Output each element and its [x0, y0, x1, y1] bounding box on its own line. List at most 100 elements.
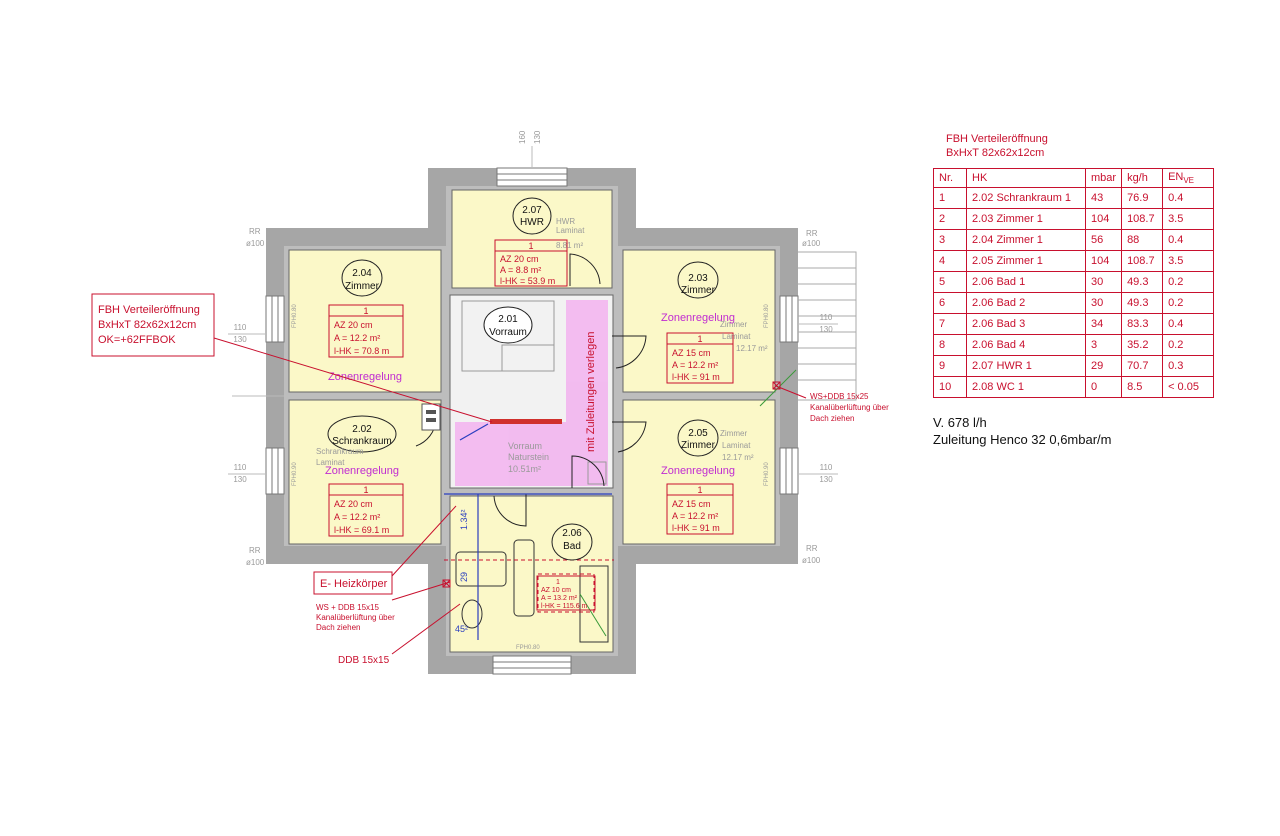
table-cell: 56	[1084, 229, 1123, 251]
table-cell: 0.2	[1162, 292, 1215, 314]
svg-text:130: 130	[233, 335, 247, 344]
summary-block: V. 678 l/h Zuleitung Henco 32 0,6mbar/m	[933, 414, 1111, 448]
hk-204-area: A = 12.2 m²	[334, 333, 380, 343]
svg-text:RR: RR	[249, 546, 261, 555]
hk-204-length: l-HK = 70.8 m	[334, 346, 389, 356]
room-204-name: Zimmer	[345, 281, 380, 292]
table-cell: 10	[933, 376, 967, 398]
hk-205-area: A = 12.2 m²	[672, 511, 718, 521]
hk-203-length: l-HK = 91 m	[672, 372, 720, 382]
table-cell: 76.9	[1121, 187, 1164, 209]
table-cell: 70.7	[1121, 355, 1164, 377]
hk-203-area: A = 12.2 m²	[672, 360, 718, 370]
table-cell: 0.2	[1162, 271, 1215, 293]
table-cell: 8.5	[1121, 376, 1164, 398]
table-cell: 2.05 Zimmer 1	[966, 250, 1086, 272]
table-cell: 2.06 Bad 3	[966, 313, 1086, 335]
bathroom-fixtures	[455, 539, 609, 643]
hk-203-az: AZ 15 cm	[672, 348, 711, 358]
svg-text:RR: RR	[806, 229, 818, 238]
zone-label-203: Zonenregelung	[661, 312, 735, 324]
ws-left-line1: WS + DDB 15x15	[316, 603, 379, 612]
table-cell: 2.02 Schrankraum 1	[966, 187, 1086, 209]
table-cell: 83.3	[1121, 313, 1164, 335]
floor-label-207-material: Laminat	[556, 226, 585, 235]
ws-right-line2: Kanalüberlüftung über	[810, 403, 889, 412]
table-cell: 3	[1084, 334, 1123, 356]
zone-label-202: Zonenregelung	[325, 465, 399, 477]
table-cell: 2.03 Zimmer 1	[966, 208, 1086, 230]
floor-label-203: Zimmer	[720, 320, 747, 329]
hk-206-az: AZ 10 cm	[541, 587, 571, 594]
room-201-name: Vorraum	[489, 327, 527, 338]
table-cell: 29	[1084, 355, 1123, 377]
col-hk: HK	[966, 168, 1086, 188]
svg-text:130: 130	[819, 325, 833, 334]
table-cell: 0.4	[1162, 187, 1215, 209]
table-cell: 5	[933, 271, 967, 293]
ws-right-line3: Dach ziehen	[810, 414, 854, 423]
floor-label-201-material: Naturstein	[508, 452, 549, 462]
table-cell: 2.08 WC 1	[966, 376, 1086, 398]
table-cell: 108.7	[1121, 250, 1164, 272]
table-cell: 1	[933, 187, 967, 209]
floor-label-202: Schrankraum	[316, 447, 364, 456]
svg-text:ø100: ø100	[802, 556, 821, 565]
table-cell: 0.4	[1162, 313, 1215, 335]
hk-207-area: A = 8.8 m²	[500, 265, 541, 275]
dashed-lines	[444, 559, 614, 613]
svg-text:FPH0.80: FPH0.80	[292, 304, 298, 328]
ws-left-line2: Kanalüberlüftung über	[316, 613, 395, 622]
hk-203-number: 1	[697, 334, 702, 344]
room-202-number: 2.02	[352, 424, 372, 435]
floor-label-201: Vorraum	[508, 441, 542, 451]
floor-label-207: HWR	[556, 217, 575, 226]
table-cell: 34	[1084, 313, 1123, 335]
table-cell: 30	[1084, 292, 1123, 314]
table-cell: 2.06 Bad 4	[966, 334, 1086, 356]
legend-line2: BxHxT 82x62x12cm	[946, 147, 1045, 159]
svg-text:FPH0.90: FPH0.90	[764, 462, 770, 486]
distributor-callout-line3: OK=+62FFBOK	[98, 334, 176, 346]
table-cell: 49.3	[1121, 292, 1164, 314]
hk-205-number: 1	[697, 485, 702, 495]
col-kgh: kg/h	[1121, 168, 1164, 188]
room-201-number: 2.01	[498, 314, 518, 325]
svg-text:RR: RR	[249, 227, 261, 236]
floor-label-207-area: 8.81 m²	[556, 241, 583, 250]
ws-left-line3: Dach ziehen	[316, 623, 360, 632]
windows	[265, 167, 799, 675]
svg-text:ø100: ø100	[802, 239, 821, 248]
col-mbar: mbar	[1084, 168, 1123, 188]
hk-boxes	[328, 239, 734, 611]
hk-205-az: AZ 15 cm	[672, 499, 711, 509]
hk-207-az: AZ 20 cm	[500, 254, 539, 264]
table-cell: 35.2	[1121, 334, 1164, 356]
svg-text:110: 110	[820, 463, 833, 472]
floor-label-201-area: 10.51m²	[508, 464, 541, 474]
room-203-name: Zimmer	[681, 285, 716, 296]
table-cell: 3.5	[1162, 208, 1215, 230]
floor-label-203-material: Laminat	[722, 332, 751, 341]
distributor-callout-line2: BxHxT 82x62x12cm	[98, 319, 196, 331]
col-nr: Nr.	[933, 168, 967, 188]
table-cell: 104	[1084, 250, 1123, 272]
hk-205-length: l-HK = 91 m	[672, 523, 720, 533]
table-cell: 0.3	[1162, 355, 1215, 377]
table-cell: 2.06 Bad 2	[966, 292, 1086, 314]
room-206-name: Bad	[563, 541, 581, 552]
room-tag-ellipses	[327, 197, 719, 561]
svg-text:130: 130	[233, 475, 247, 484]
supply-lines	[444, 423, 612, 640]
hk-202-az: AZ 20 cm	[334, 499, 373, 509]
pipe-zone	[455, 300, 608, 486]
room-206-number: 2.06	[562, 528, 582, 539]
svg-text:FPH0.80: FPH0.80	[516, 645, 540, 651]
hk-206-area: A = 13.2 m²	[541, 595, 578, 602]
